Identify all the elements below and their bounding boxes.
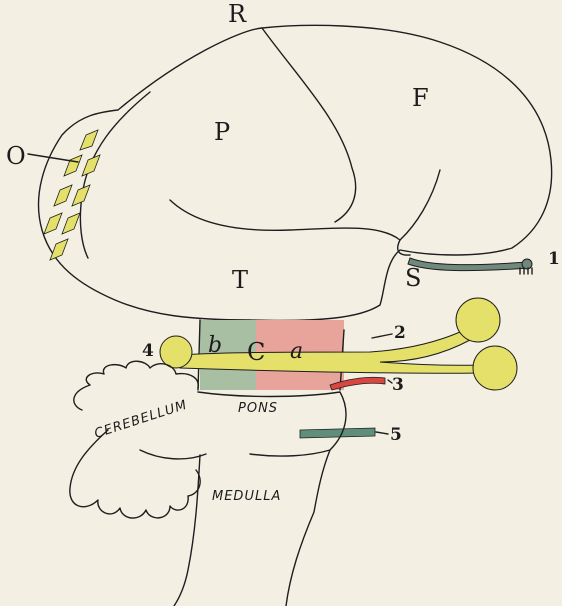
visual-area-diamonds <box>44 130 100 260</box>
label-1: 1 <box>548 249 560 269</box>
parieto-occipital-curve <box>80 92 150 258</box>
label-2: 2 <box>394 323 406 343</box>
leader-2 <box>372 334 392 338</box>
frontal-curve <box>398 170 440 255</box>
olfactory-tract <box>408 258 530 271</box>
label-5: 5 <box>390 425 402 445</box>
label-occipital: O <box>6 142 26 170</box>
label-4: 4 <box>142 341 154 361</box>
lateral-geniculate-4 <box>160 336 192 368</box>
sylvian-fissure <box>170 200 400 240</box>
rolandic-fissure <box>262 28 356 222</box>
label-temporal: T <box>232 266 248 294</box>
label-cerebellum: CEREBELLUM <box>93 398 190 442</box>
olfactory-bulb <box>522 259 532 269</box>
medulla-outline <box>174 450 330 606</box>
label-pons: PONS <box>238 401 278 416</box>
label-sylvian: S <box>405 264 421 292</box>
label-crus: C <box>247 338 265 366</box>
label-a: a <box>290 339 303 364</box>
label-medulla: MEDULLA <box>212 489 281 504</box>
eye-lower <box>473 346 517 390</box>
label-parietal: P <box>214 118 230 146</box>
label-frontal: F <box>412 84 429 112</box>
cerebellum-inner <box>140 450 206 459</box>
hemisphere-outline <box>39 25 552 320</box>
leader-5 <box>376 432 388 434</box>
nerve-5 <box>300 428 375 438</box>
eye-upper <box>456 298 500 342</box>
occipital-leader <box>28 154 78 162</box>
label-rolandic: R <box>228 0 247 28</box>
label-3: 3 <box>392 375 404 395</box>
label-b: b <box>208 333 222 358</box>
cerebellum-lower <box>70 430 200 518</box>
